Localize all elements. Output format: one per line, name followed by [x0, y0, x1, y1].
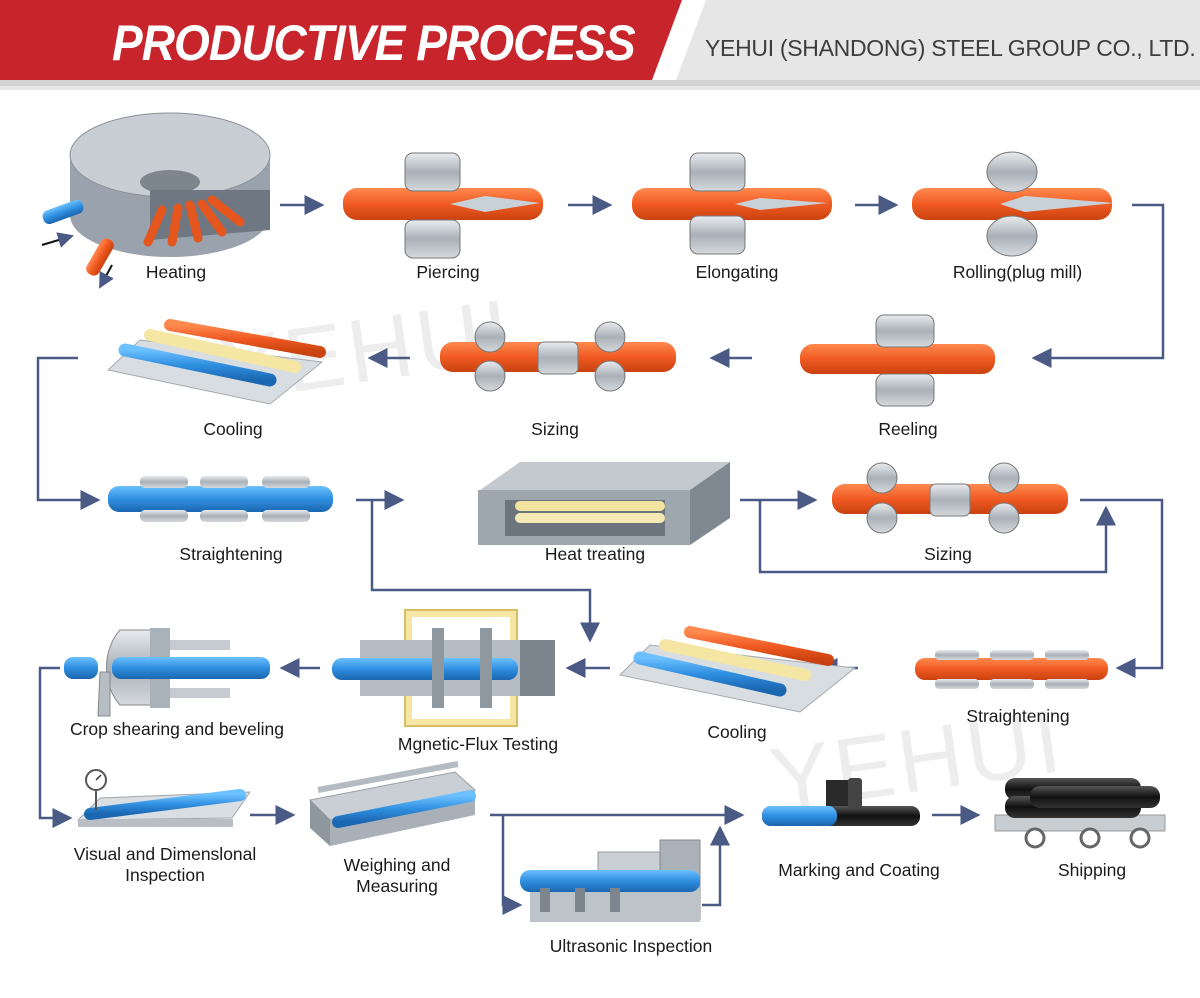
straightener-1 — [108, 476, 333, 522]
step-label-visual-inspection: Visual and Dimenslonal Inspection — [73, 844, 257, 885]
magnetic-flux-tester — [332, 609, 555, 727]
crop-shearing-machine — [64, 628, 270, 717]
step-label-crop-shearing: Crop shearing and beveling — [69, 719, 285, 739]
rolling-plug-mill — [912, 151, 1115, 257]
step-label-heating: Heating — [145, 262, 207, 282]
step-label-flux-testing: Mgnetic-Flux Testing — [397, 734, 559, 754]
step-label-rolling: Rolling(plug mill) — [952, 262, 1083, 282]
header-background — [0, 0, 1200, 90]
visual-inspection-station — [76, 769, 251, 827]
company-name: YEHUI (SHANDONG) STEEL GROUP CO., LTD. — [705, 35, 1196, 61]
weighing-station — [308, 761, 477, 846]
heating-furnace — [41, 112, 271, 289]
step-label-sizing-1: Sizing — [531, 419, 579, 439]
shipping-truck — [994, 778, 1166, 849]
sizing-mill-2 — [832, 462, 1068, 534]
step-label-marking: Marking and Coating — [778, 860, 940, 880]
heat-treating-furnace — [449, 462, 730, 545]
step-label-weighing: Weighing and Measuring — [343, 855, 451, 896]
reeling-mill — [800, 314, 995, 407]
elongating-mill — [632, 152, 832, 255]
step-label-reeling: Reeling — [878, 419, 938, 439]
step-label-shipping: Shipping — [1057, 860, 1127, 880]
cooling-bed-1 — [106, 319, 326, 405]
sizing-mill-1 — [440, 321, 676, 392]
step-label-straightening-1: Straightening — [179, 544, 283, 564]
page-title: PRODUCTIVE PROCESS — [112, 15, 636, 71]
step-label-straightening-2: Straightening — [966, 706, 1070, 726]
step-label-cooling-2: Cooling — [707, 722, 767, 742]
step-label-ultrasonic: Ultrasonic Inspection — [549, 936, 713, 956]
step-label-heat-treating: Heat treating — [544, 544, 646, 564]
header-banner: PRODUCTIVE PROCESS YEHUI (SHANDONG) STEE… — [0, 0, 1200, 90]
step-label-elongating: Elongating — [695, 262, 779, 282]
piercing-mill — [343, 152, 543, 259]
cooling-bed-2 — [618, 626, 857, 713]
ultrasonic-tester — [520, 839, 701, 922]
marking-coating-station — [762, 778, 920, 826]
step-label-piercing: Piercing — [416, 262, 480, 282]
step-label-sizing-2: Sizing — [924, 544, 972, 564]
step-label-cooling-1: Cooling — [203, 419, 263, 439]
straightener-2 — [915, 650, 1108, 689]
